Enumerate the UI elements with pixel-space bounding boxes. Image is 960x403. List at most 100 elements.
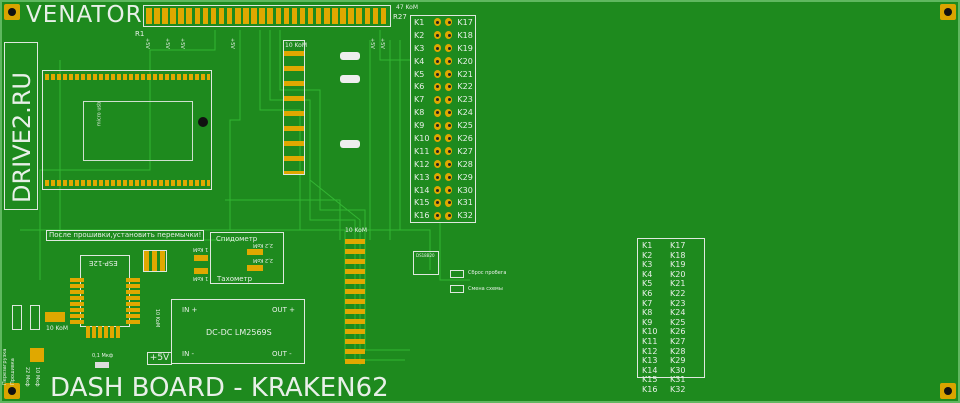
ds18b20-sensor: DS18B20: [413, 251, 439, 275]
terminal-label: K18: [457, 30, 473, 40]
label-10k-b: 10 KoM: [345, 227, 368, 234]
terminal-row: K5 K21: [411, 68, 475, 81]
resistor-pad: [186, 8, 192, 24]
dcdc-out-plus: OUT +: [272, 306, 295, 314]
resistor-column-b: [345, 234, 365, 366]
resistor-pad: [218, 8, 225, 24]
reset-mileage-header[interactable]: [450, 270, 464, 278]
terminal-label: K21: [457, 69, 473, 79]
resistor-pad: [210, 8, 217, 24]
label-r27-value: 47 KoM: [396, 4, 419, 11]
terminal-label: K28: [457, 159, 473, 169]
terminal-label: K11: [642, 336, 658, 346]
terminal-label: K10: [642, 327, 658, 337]
terminal-label: K25: [457, 121, 473, 131]
flash-button[interactable]: [30, 305, 40, 330]
terminal-label: K31: [670, 375, 686, 385]
terminal-pad: [433, 198, 441, 207]
terminal-label: K13: [414, 172, 430, 182]
pin-header-bottom: [45, 180, 210, 186]
resistor-pad: [332, 8, 338, 24]
esp-pads-right: [126, 278, 140, 324]
terminal-pad: [433, 44, 441, 53]
title-drive2: DRIVE2.RU: [8, 72, 36, 203]
resistor-pad: [178, 8, 184, 24]
title-dashboard: DASH BOARD - KRAKEN62: [50, 373, 389, 403]
terminal-label: K15: [414, 198, 430, 208]
terminal-label: K10: [414, 133, 430, 143]
dcdc-module: IN + IN - OUT + OUT - DC-DC LM2569S: [171, 299, 305, 364]
resistor-pad: [162, 8, 168, 24]
reset-button[interactable]: [12, 305, 22, 330]
tacho-label: Тахометр: [217, 275, 253, 283]
terminal-label: K20: [670, 269, 686, 279]
terminal-label: K16: [642, 384, 658, 394]
mount-hole: [198, 117, 208, 127]
terminal-label: K19: [670, 260, 686, 270]
terminal-label: K5: [414, 69, 425, 79]
change-scheme-label: Смена схемы: [468, 286, 503, 292]
resistor-pad: [243, 8, 249, 24]
terminal-pad: [445, 134, 453, 143]
resistor-pad: [291, 8, 298, 24]
label-10k-a: 10 KoM: [285, 42, 308, 49]
supply-5v-label: +5V: [147, 352, 172, 365]
terminal-label: K32: [670, 384, 686, 394]
terminal-pad: [433, 95, 441, 104]
terminal-legend-row: K16 K32: [642, 385, 700, 395]
terminal-pad: [445, 211, 453, 220]
label-r27: R27: [393, 13, 407, 21]
terminal-label: K7: [414, 95, 425, 105]
terminal-label: K24: [457, 108, 473, 118]
terminal-label: K8: [414, 108, 425, 118]
jumper-header[interactable]: [143, 250, 167, 272]
esp12e-label: ESP-12E: [89, 259, 118, 267]
terminal-pad: [445, 160, 453, 169]
resistor-pad: [251, 8, 257, 24]
plus5v-label: +5V: [369, 38, 375, 49]
terminal-label: K32: [457, 211, 473, 221]
resistor-pad: [275, 8, 281, 24]
notice-label: После прошивки,установить перемычки!: [46, 230, 205, 241]
mcu-board: [83, 101, 193, 161]
terminal-label: K9: [414, 121, 425, 131]
resistor-pad: [267, 8, 273, 24]
resistor-pad: [340, 8, 346, 24]
cap-10uf-label: 10 Мкф: [34, 367, 40, 387]
cap-label: 0,1 Мкф: [92, 353, 114, 359]
terminal-row: K8 K24: [411, 106, 475, 119]
terminal-pad: [433, 70, 441, 78]
terminal-pad: [433, 18, 441, 27]
terminal-label: K3: [642, 260, 653, 270]
resistor-pad: [259, 8, 265, 24]
terminal-label: K23: [457, 95, 473, 105]
terminal-label: K12: [642, 346, 658, 356]
resistor-pad: [324, 8, 330, 24]
change-scheme-header[interactable]: [450, 285, 464, 293]
reset-label: Перезагрузка: [2, 348, 8, 385]
terminal-label: K5: [642, 279, 653, 289]
resistor-1k: [194, 268, 208, 274]
plus5v-label: +5V: [144, 38, 150, 49]
terminal-pad: [433, 147, 441, 156]
terminal-label: K24: [670, 308, 686, 318]
mounting-hole: [940, 383, 956, 399]
resistor-pad: [307, 8, 314, 24]
